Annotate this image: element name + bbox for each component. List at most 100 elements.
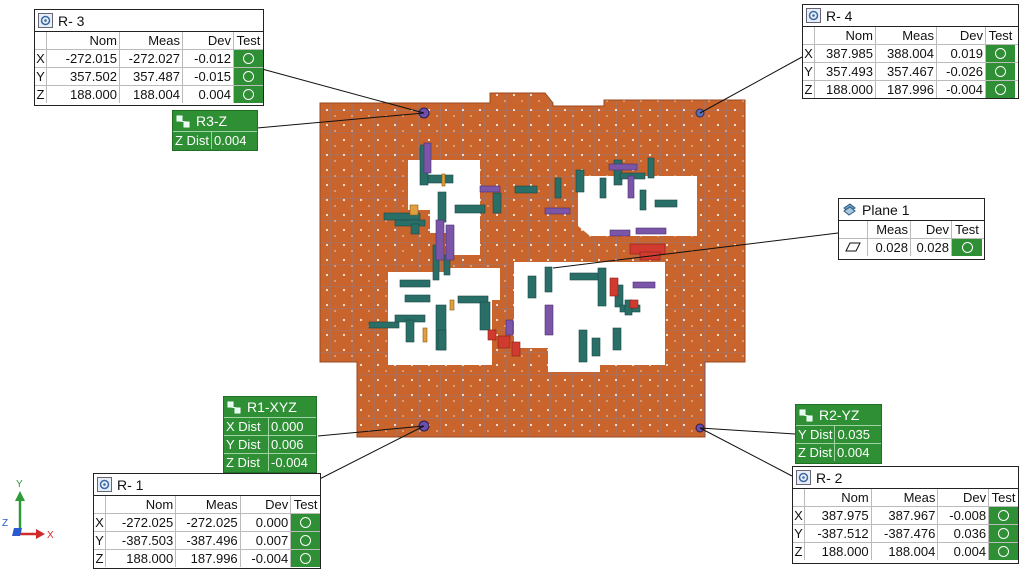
nom-value: 188.000 bbox=[815, 81, 876, 98]
table-row: Y 357.502 357.487 -0.015 bbox=[35, 68, 263, 86]
header-dev: Dev bbox=[183, 32, 234, 49]
distance-icon bbox=[176, 115, 190, 127]
meas-value: 188.004 bbox=[120, 86, 183, 103]
dev-value: 0.004 bbox=[183, 86, 234, 103]
header-axis bbox=[94, 496, 106, 513]
header-nom: Nom bbox=[815, 27, 876, 44]
pass-circle-icon bbox=[300, 553, 312, 564]
dist-label: Z Dist bbox=[173, 132, 212, 149]
r1-panel-header: R- 1 bbox=[94, 474, 320, 496]
locating-pin bbox=[449, 299, 455, 311]
pass-circle-icon bbox=[995, 66, 1006, 77]
clamp-green bbox=[575, 169, 585, 193]
pass-circle-icon bbox=[995, 48, 1006, 59]
r3z-panel[interactable]: R3-Z Z Dist 0.004 bbox=[172, 110, 258, 151]
r4-title: R- 4 bbox=[826, 7, 853, 24]
nom-value: 357.493 bbox=[815, 63, 876, 80]
nom-value: 387.985 bbox=[815, 45, 876, 62]
z-axis-arrow bbox=[12, 528, 22, 536]
r2yz-header: R2-YZ bbox=[796, 405, 881, 426]
nom-value: 188.000 bbox=[47, 86, 120, 103]
table-row: X -272.025 -272.025 0.000 bbox=[94, 514, 320, 532]
plane1-title: Plane 1 bbox=[862, 201, 910, 218]
table-row: 0.028 0.028 bbox=[839, 239, 984, 256]
nom-value: -387.503 bbox=[106, 532, 177, 549]
test-pass-indicator bbox=[291, 532, 320, 549]
dev-value: -0.026 bbox=[937, 63, 986, 80]
r4-panel[interactable]: R- 4 Nom Meas Dev Test X 387.985 388.004… bbox=[802, 4, 1019, 99]
axis-label: Z bbox=[803, 81, 815, 98]
nom-value: 387.975 bbox=[805, 507, 872, 524]
table-row: Y Dist 0.035 bbox=[796, 426, 881, 444]
header-row: Meas Dev Test bbox=[839, 221, 984, 239]
meas-value: -272.027 bbox=[120, 50, 183, 67]
r2-panel[interactable]: R- 2 Nom Meas Dev Test X 387.975 387.967… bbox=[792, 466, 1019, 564]
dev-value: 0.007 bbox=[241, 532, 292, 549]
test-pass-indicator bbox=[952, 239, 982, 256]
r2-title: R- 2 bbox=[816, 469, 843, 486]
header-meas: Meas bbox=[176, 496, 241, 513]
dev-value: 0.036 bbox=[938, 525, 990, 542]
clamp-red bbox=[487, 329, 497, 341]
header-row: Nom Meas Dev Test bbox=[793, 489, 1018, 507]
dist-label: Y Dist bbox=[796, 426, 836, 443]
header-nom: Nom bbox=[106, 496, 177, 513]
header-dev: Dev bbox=[938, 489, 990, 506]
y-axis-label: Y bbox=[16, 479, 23, 490]
table-row: X Dist 0.000 bbox=[224, 418, 316, 436]
nom-value: 188.000 bbox=[106, 550, 177, 567]
axis-triad: Y Z X bbox=[2, 479, 54, 541]
table-row: Z Dist 0.004 bbox=[796, 444, 881, 461]
r1-title: R- 1 bbox=[117, 476, 144, 493]
table-row: Y Dist 0.006 bbox=[224, 436, 316, 454]
pass-circle-icon bbox=[300, 535, 312, 546]
pass-circle-icon bbox=[300, 517, 312, 528]
clamp-green bbox=[578, 329, 588, 363]
flatness-symbol bbox=[839, 239, 868, 256]
r3-title: R- 3 bbox=[58, 12, 85, 29]
axis-label: Z bbox=[94, 550, 106, 567]
clamp-green bbox=[454, 204, 486, 214]
x-axis-label: X bbox=[47, 530, 54, 541]
header-test: Test bbox=[955, 222, 979, 237]
clamp-green bbox=[404, 294, 431, 303]
header-nom: Nom bbox=[805, 489, 872, 506]
clamp-green bbox=[599, 177, 607, 199]
dev-value: -0.015 bbox=[183, 68, 234, 85]
table-row: Y -387.512 -387.476 0.036 bbox=[793, 525, 1019, 543]
header-flatness bbox=[839, 221, 868, 238]
dist-label: X Dist bbox=[224, 418, 269, 435]
table-row: X 387.985 388.004 0.019 bbox=[803, 45, 1018, 63]
z-axis-label: Z bbox=[2, 518, 8, 529]
point-feature-icon bbox=[97, 477, 112, 492]
plane1-panel[interactable]: Plane 1 Meas Dev Test 0.028 0.028 bbox=[838, 198, 985, 260]
table-row: Y 357.493 357.467 -0.026 bbox=[803, 63, 1018, 81]
r2yz-panel[interactable]: R2-YZ Y Dist 0.035 Z Dist 0.004 bbox=[795, 404, 882, 464]
clamp-green bbox=[394, 219, 426, 227]
header-test: Test bbox=[991, 490, 1016, 505]
clamp-green bbox=[597, 267, 607, 307]
clamp-red bbox=[609, 277, 619, 297]
table-row: Z Dist -0.004 bbox=[224, 454, 316, 471]
dist-label: Z Dist bbox=[224, 454, 269, 471]
r1xyz-panel[interactable]: R1-XYZ X Dist 0.000 Y Dist 0.006 Z Dist … bbox=[223, 396, 317, 473]
header-test: Test bbox=[293, 497, 318, 512]
meas-value: -387.476 bbox=[872, 525, 939, 542]
test-pass-indicator bbox=[989, 525, 1019, 542]
locating-pin bbox=[441, 173, 446, 187]
clamp-green bbox=[492, 192, 502, 214]
clamp-green bbox=[612, 327, 622, 351]
r3-panel[interactable]: R- 3 Nom Meas Dev Test X -272.015 -272.0… bbox=[34, 9, 264, 106]
dev-value: -0.004 bbox=[937, 81, 986, 98]
pass-circle-icon bbox=[243, 89, 254, 100]
table-row: Z 188.000 187.996 -0.004 bbox=[94, 550, 320, 567]
table-row: X -272.015 -272.027 -0.012 bbox=[35, 50, 263, 68]
r1-panel[interactable]: R- 1 Nom Meas Dev Test X -272.025 -272.0… bbox=[93, 473, 321, 569]
dev-value: -0.004 bbox=[241, 550, 292, 567]
axis-label: X bbox=[803, 45, 815, 62]
meas-value: 357.487 bbox=[120, 68, 183, 85]
flatness-icon bbox=[845, 242, 861, 252]
nom-value: 357.502 bbox=[47, 68, 120, 85]
table-row: Y -387.503 -387.496 0.007 bbox=[94, 532, 320, 550]
